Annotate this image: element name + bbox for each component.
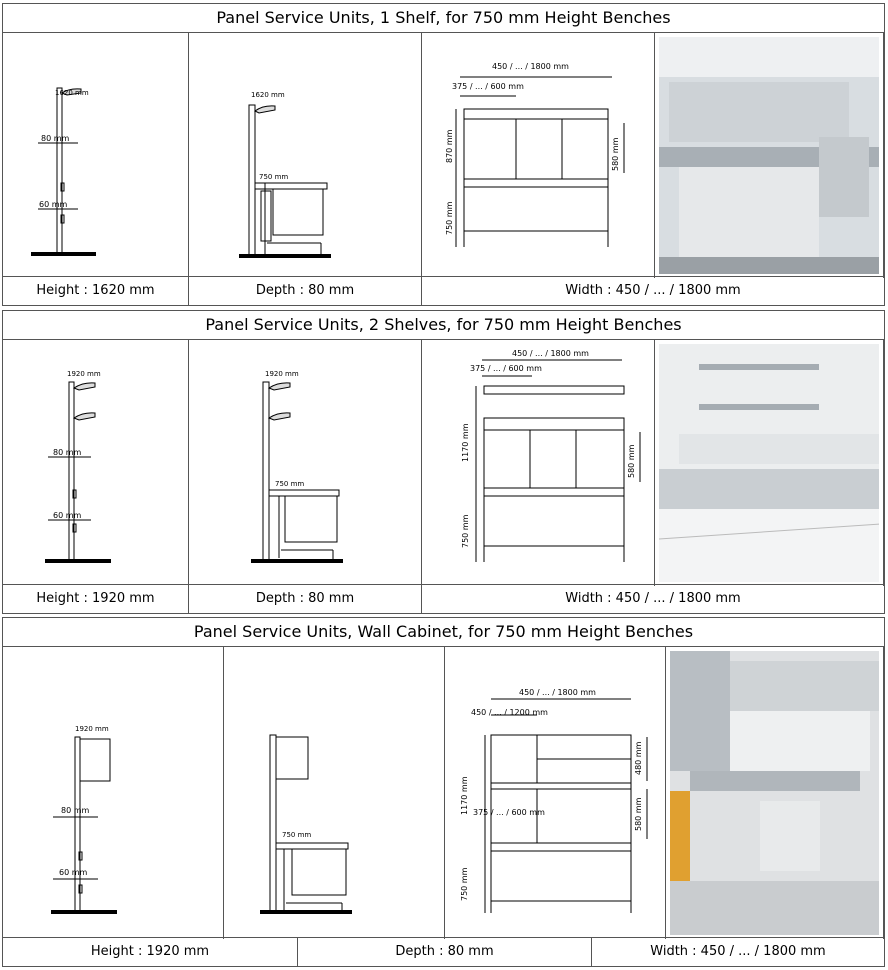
footer-height: Height : 1920 mm <box>3 938 298 966</box>
side-height-label: 1920 mm <box>75 725 109 733</box>
front-view-cell: 450 / ... / 1800 mm 450 / ... / 1200 mm … <box>445 647 666 939</box>
depth-view-drawing: 1920 mm 750 mm <box>251 370 343 563</box>
footer-depth: Depth : 80 mm <box>189 585 422 613</box>
side-dim2-label: 60 mm <box>53 511 82 520</box>
side-height-label: 1620 mm <box>55 89 89 97</box>
side-dim1-label: 80 mm <box>53 448 82 457</box>
front-mid-label: 580 mm <box>627 444 636 478</box>
bench-photo <box>659 37 879 274</box>
side-view-drawing: 1920 mm 80 mm 60 mm <box>51 725 117 914</box>
front-view-drawing: 450 / ... / 1800 mm 450 / ... / 1200 mm … <box>460 688 648 913</box>
section-1-shelf: Panel Service Units, 1 Shelf, for 750 mm… <box>2 3 885 306</box>
front-cabinet-label: 450 / ... / 1200 mm <box>471 708 548 717</box>
front-upper-label: 870 mm <box>445 129 454 163</box>
front-upper-label: 1170 mm <box>461 423 470 462</box>
side-dim2-label: 60 mm <box>59 868 88 877</box>
section-title: Panel Service Units, Wall Cabinet, for 7… <box>3 618 884 647</box>
front-mid-label: 580 mm <box>611 137 620 171</box>
front-inner-label: 375 / ... / 600 mm <box>473 808 545 817</box>
depth-view-cell: 1620 mm 750 mm <box>189 33 422 278</box>
front-upper-label: 1170 mm <box>460 776 469 815</box>
photo-cell <box>655 33 884 278</box>
side-height-label: 1920 mm <box>67 370 101 378</box>
section-title: Panel Service Units, 2 Shelves, for 750 … <box>3 311 884 340</box>
section-2-shelves: Panel Service Units, 2 Shelves, for 750 … <box>2 310 885 614</box>
front-lower-label: 750 mm <box>460 867 469 901</box>
side-view-cell: 1920 mm 80 mm 60 mm <box>3 647 224 939</box>
depth-view-cell: 1920 mm 750 mm <box>189 340 422 586</box>
depth-bench-label: 750 mm <box>275 480 304 488</box>
side-dim1-label: 80 mm <box>41 134 70 143</box>
depth-view-drawing: 750 mm <box>260 734 352 914</box>
footer-depth: Depth : 80 mm <box>298 938 592 966</box>
front-inner-label: 375 / ... / 600 mm <box>452 82 524 91</box>
section-wall-cabinet: Panel Service Units, Wall Cabinet, for 7… <box>2 617 885 967</box>
front-view-drawing: 450 / ... / 1800 mm 375 / ... / 600 mm 1… <box>461 349 641 562</box>
footer-width: Width : 450 / ... / 1800 mm <box>565 591 741 606</box>
depth-bench-label: 750 mm <box>282 831 311 839</box>
bench-photo <box>659 344 879 582</box>
footer-depth: Depth : 80 mm <box>189 277 422 305</box>
front-view-cell: 450 / ... / 1800 mm 375 / ... / 600 mm 1… <box>422 340 655 586</box>
front-lower-label: 750 mm <box>461 514 470 548</box>
side-view-drawing: 1620 mm 80 mm 60 mm <box>31 87 96 256</box>
section-footer: Height : 1920 mm Depth : 80 mm Width : 4… <box>3 584 884 613</box>
front-view-cell: 450 / ... / 1800 mm 375 / ... / 600 mm 8… <box>422 33 655 278</box>
footer-width: Width : 450 / ... / 1800 mm <box>565 283 741 298</box>
front-view-drawing: 450 / ... / 1800 mm 375 / ... / 600 mm 8… <box>445 62 625 247</box>
depth-view-drawing: 1620 mm 750 mm <box>239 91 331 258</box>
depth-view-cell: 750 mm <box>224 647 445 939</box>
front-width-label: 450 / ... / 1800 mm <box>512 349 589 358</box>
section-footer: Height : 1920 mm Depth : 80 mm Width : 4… <box>3 937 884 966</box>
section-title: Panel Service Units, 1 Shelf, for 750 mm… <box>3 4 884 33</box>
footer-height: Height : 1620 mm <box>3 277 189 305</box>
depth-bench-label: 750 mm <box>259 173 288 181</box>
depth-height-label: 1920 mm <box>265 370 299 378</box>
side-view-drawing: 1920 mm 80 mm 60 mm <box>45 370 111 563</box>
photo-cell <box>655 340 884 586</box>
bench-photo <box>670 651 879 935</box>
side-dim1-label: 80 mm <box>61 806 90 815</box>
footer-height: Height : 1920 mm <box>3 585 189 613</box>
footer-width: Width : 450 / ... / 1800 mm <box>650 944 826 959</box>
front-width-label: 450 / ... / 1800 mm <box>492 62 569 71</box>
side-dim2-label: 60 mm <box>39 200 68 209</box>
front-width-label: 450 / ... / 1800 mm <box>519 688 596 697</box>
photo-cell <box>666 647 884 939</box>
side-view-cell: 1920 mm 80 mm 60 mm <box>3 340 189 586</box>
depth-height-label: 1620 mm <box>251 91 285 99</box>
front-mid-label: 580 mm <box>634 797 643 831</box>
front-lower-label: 750 mm <box>445 201 454 235</box>
side-view-cell: 1620 mm 80 mm 60 mm <box>3 33 189 278</box>
section-footer: Height : 1620 mm Depth : 80 mm Width : 4… <box>3 276 884 305</box>
front-inner-label: 375 / ... / 600 mm <box>470 364 542 373</box>
front-cab-label: 480 mm <box>634 741 643 775</box>
